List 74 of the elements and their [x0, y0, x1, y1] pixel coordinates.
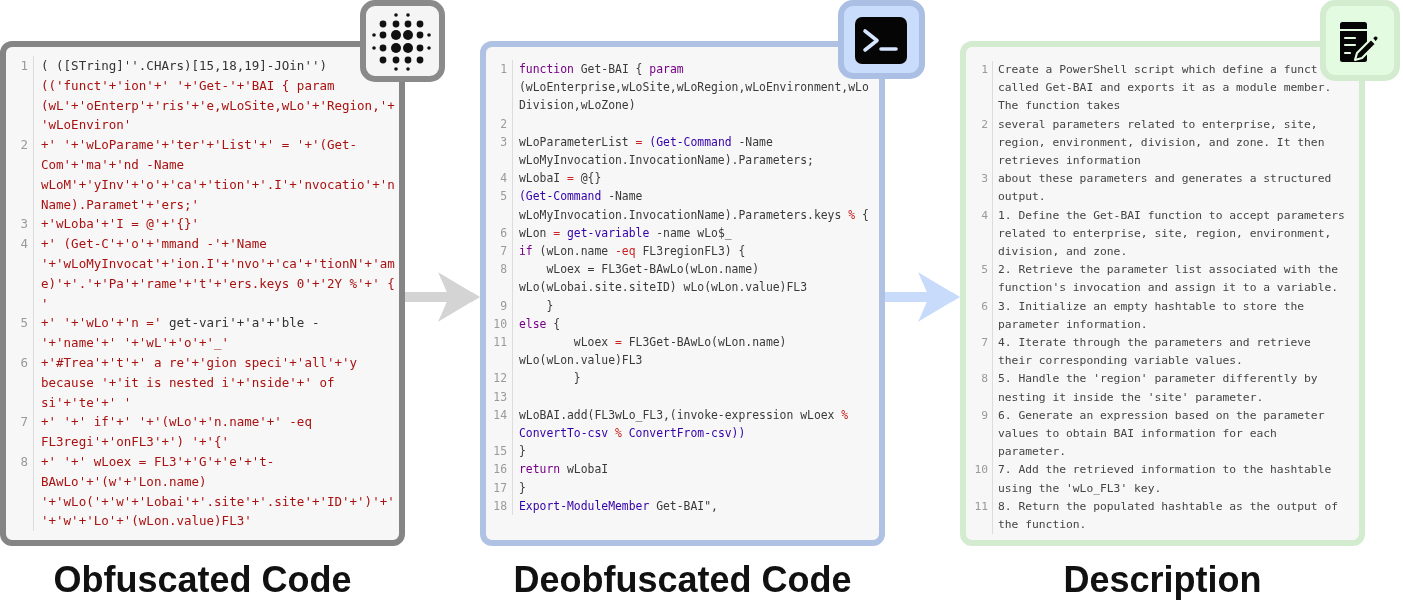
line-number: 6 [19, 353, 28, 372]
line-number: 16 [492, 461, 507, 479]
line-number: 10 [492, 315, 507, 333]
line-number: 12 [492, 370, 507, 388]
code-line: ( ([STring]''.CHArs)[15,18,19]-JOin'') (('funct'+'ion'+' '+'Get-'+'BAI { param (wL'+'oEnterp'+'ris'+'e,wLoSite,wLo'+'Region,'+ 'wLoEnviron' [41, 57, 396, 135]
line-number: 5 [980, 262, 988, 279]
line-number: 2 [19, 136, 28, 155]
code-line: else { [519, 315, 562, 333]
code-line: wLoex = FL3Get-BAwLo(wLon.name) wLo(wLobai.site.siteID) wLo(wLon.value)FL3 [519, 261, 809, 297]
line-number: 2 [499, 115, 507, 133]
line-number: 6 [980, 298, 988, 315]
code-line: +' '+' if'+' '+'(wLo'+'n.name'+' -eq FL3regi'+'onFL3'+') '+'{' [41, 413, 313, 452]
line-number: 11 [973, 498, 988, 515]
line-number: 3 [980, 171, 988, 188]
line-number: 7 [980, 335, 988, 352]
line-number: 13 [492, 388, 507, 406]
arrow [405, 272, 480, 322]
line-number: 1 [19, 57, 28, 75]
description-line: 6. Generate an expression based on the parameter values to obtain BAI information for each parameter. [998, 407, 1326, 461]
code-line: Export-ModuleMember Get-BAI", [519, 497, 719, 515]
line-number: 5 [499, 188, 507, 206]
code-line: +' '+' wLoex = FL3'+'G'+'e'+'t-BAwLo'+'(w'+'Lon.name) '+'wLo('+'w'+'Lobai'+'.site'+'.site'+'ID'+')'+' '+'w'+'Lo'+'(wLon.value)FL3' [41, 452, 396, 531]
description-line: 8. Return the populated hashtable as the output of the function. [998, 498, 1340, 534]
line-number: 9 [980, 407, 988, 424]
line-number: 1 [980, 62, 988, 78]
line-number: 1 [499, 61, 507, 78]
arrow [885, 272, 960, 322]
line-number: 4 [980, 207, 988, 224]
code-line: +' '+'wLoParame'+'ter'+'List'+' = '+'(Get-Com'+'ma'+'nd -Name wLoM'+'yInv'+'o'+'ca'+'tion'+'.I'+'nvocatio'+'nName).Paramet'+'ers;' [41, 136, 396, 214]
code-line: return wLobaI [519, 461, 610, 479]
description-line: 7. Add the retrieved information to the hashtable using the 'wLo_FL3' key. [998, 462, 1333, 497]
code-line: +' '+'wLo'+'n =' get-vari'+'a'+'ble - '+'name'+' '+'wL'+'o'+'_' [41, 314, 321, 353]
line-number: 8 [499, 261, 507, 279]
line-number: 6 [499, 224, 507, 242]
code-line: +'wLoba'+'I = @'+'{}' [41, 215, 201, 234]
description-line: 3. Initialize an empty hashtable to store the parameter information. [998, 298, 1306, 333]
line-number: 4 [499, 170, 507, 188]
line-number: 3 [19, 215, 28, 234]
line-number: 4 [19, 235, 28, 254]
description-line: 4. Iterate through the parameters and retrieve their corresponding variable values. [998, 335, 1312, 370]
code-line: +'#Trea'+'t'+' a re'+'gion speci'+'all'+'y because '+'it is nested i'+'nside'+' of si'+'te'+' ' [41, 353, 359, 412]
code-line: wLobaI = @{} [519, 170, 603, 188]
line-number: 3 [499, 133, 507, 151]
code-line: +' (Get-C'+'o'+'mmand -'+'Name '+'wLoMyInvocat'+'ion.I'+'nvo'+'ca'+'tionN'+'ame)'+'.'+'Pa'+'rame'+'t'+'ers.keys 0'+'2Y %'+' { ' [41, 235, 396, 313]
line-number: 2 [980, 116, 988, 133]
code-line: wLoBAI.add(FL3wLo_FL3,(invoke-expression wLoex % ConvertTo-csv % ConvertFrom-csv)) [519, 406, 850, 443]
description-line: about these parameters and generates a structured output. [998, 171, 1333, 206]
code-line: function Get-BAI { param (wLoEnterprise,wLoSite,wLoRegion,wLoEnvironment,wLoDivision,wLoZone) [519, 61, 870, 115]
code-line: wLoex = FL3Get-BAwLo(wLon.name) wLo(wLon.value)FL3 [519, 334, 788, 370]
code-line: wLon = get-variable -name wLo$_ [519, 224, 733, 242]
code-line: } [572, 370, 582, 388]
line-number: 7 [499, 243, 507, 260]
description-line: 2. Retrieve the parameter list associated with the function's invocation and assign it to a variable. [998, 262, 1340, 297]
panel-title: Obfuscated Code [52, 558, 353, 602]
description-line: 5. Handle the 'region' parameter differently by nesting it inside the 'site' parameter. [998, 371, 1319, 406]
line-number: 10 [973, 462, 988, 479]
panel-title: Description [1062, 558, 1263, 602]
line-number: 8 [980, 371, 988, 388]
line-number: 18 [492, 497, 507, 515]
line-number: 7 [19, 413, 28, 432]
line-number: 8 [19, 452, 28, 471]
code-line: } [545, 297, 555, 315]
code-line: } [519, 479, 527, 497]
panel-title: Deobfuscated Code [512, 558, 853, 602]
line-number: 15 [492, 443, 507, 461]
line-number: 17 [492, 479, 507, 497]
line-number: 5 [19, 314, 28, 333]
code-line: if (wLon.name -eq FL3regionFL3) { [519, 243, 747, 260]
line-number: 14 [492, 406, 507, 424]
code-line: } [519, 443, 527, 461]
description-line: 1. Define the Get-BAI function to accept parameters related to enterprise, site, region, environment, division, and zone. [998, 207, 1346, 261]
line-number: 9 [499, 297, 507, 315]
code-line: wLoParameterList = (Get-Command -Name wLoMyInvocation.InvocationName).Parameters; [519, 133, 815, 169]
line-number: 11 [492, 334, 507, 352]
